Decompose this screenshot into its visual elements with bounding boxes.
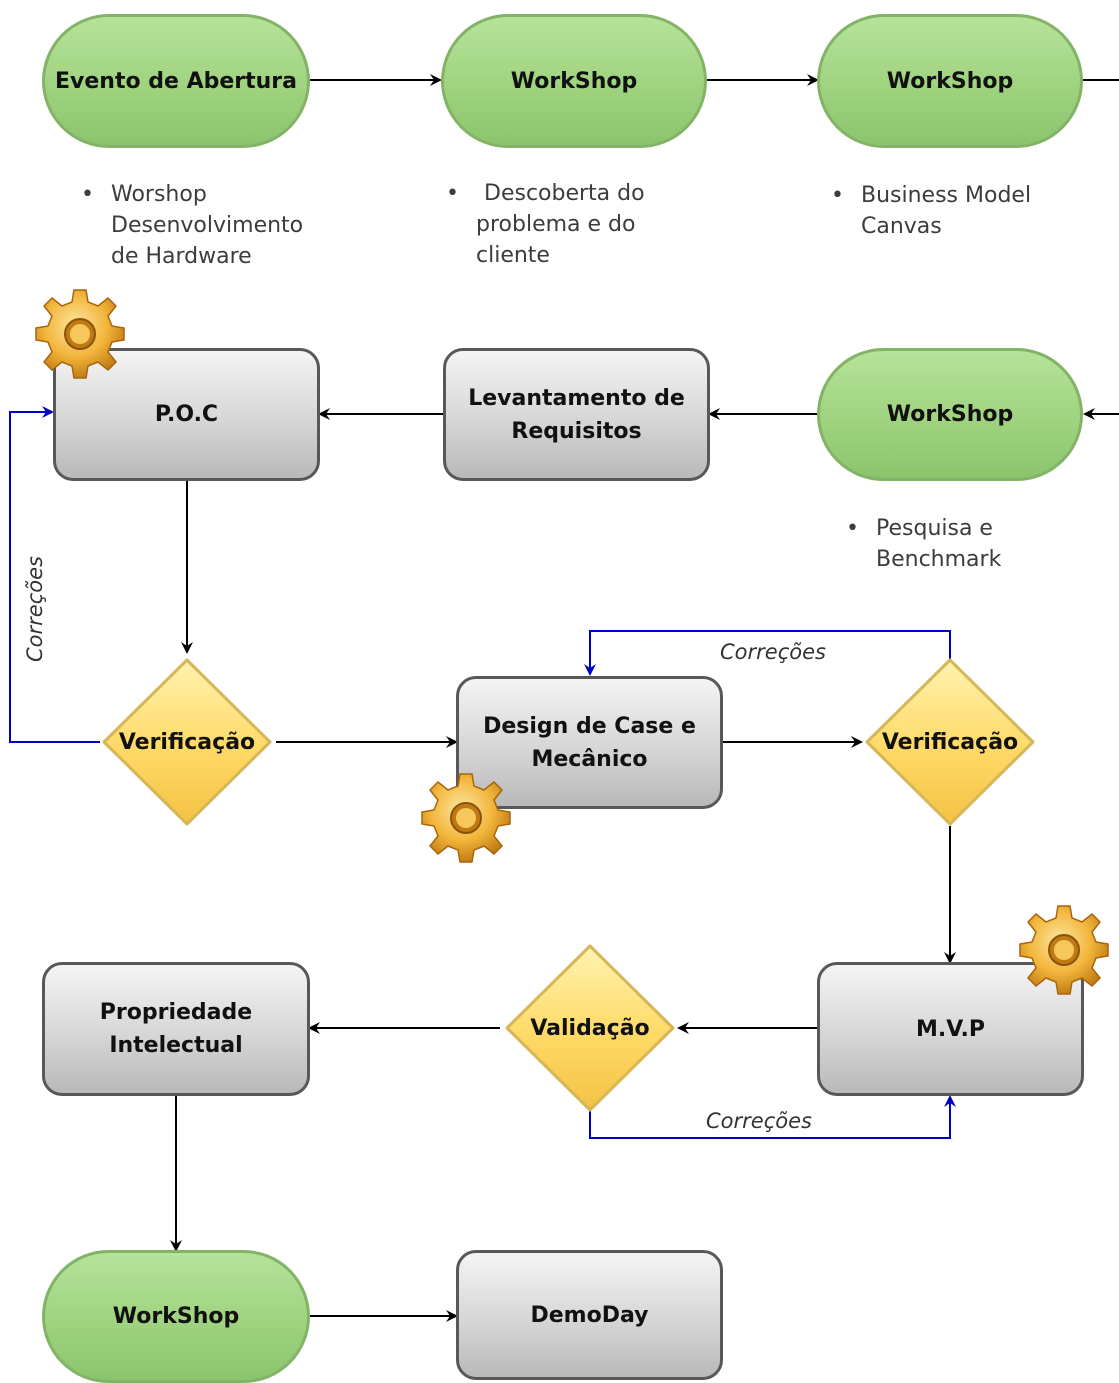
node-propriedade-label: Propriedade Intelectual: [99, 1000, 253, 1058]
bullet-dot: •: [81, 182, 94, 207]
bullet-note-2: • Descoberta do problema e do cliente: [446, 178, 696, 271]
bullet-note-4-line-2: Benchmark: [876, 547, 1002, 572]
edge-label-correcoes-left: Correções: [23, 556, 47, 662]
feedback-verificacao2-to-design: [584, 630, 951, 676]
node-workshop-2[interactable]: WorkShop: [817, 14, 1083, 148]
diamond-validacao: [505, 944, 675, 1112]
node-evento-de-abertura[interactable]: Evento de Abertura: [42, 14, 310, 148]
bullet-note-2-line-1: Descoberta do: [484, 181, 645, 206]
verificacao-2-label: Verificação: [881, 729, 1019, 755]
node-workshop-1[interactable]: WorkShop: [441, 14, 707, 148]
bullet-note-3-line-1: Business Model: [861, 183, 1032, 208]
diamond-verificacao-2: [865, 658, 1035, 826]
node-design-label: Design de Case e Mecânico: [483, 713, 696, 772]
node-poc-label: P.O.C: [154, 402, 219, 427]
node-poc[interactable]: P.O.C: [53, 348, 320, 481]
bullet-note-4-line-1: Pesquisa e: [876, 516, 993, 541]
bullet-note-1-line-3: de Hardware: [111, 244, 252, 269]
node-levantamento-label: Levantamento de Requisitos: [468, 385, 685, 444]
node-workshop-4-label: WorkShop: [112, 1304, 240, 1329]
node-demoday[interactable]: DemoDay: [456, 1250, 723, 1380]
node-workshop-2-label: WorkShop: [886, 68, 1014, 94]
node-mvp[interactable]: M.V.P: [817, 962, 1084, 1096]
verificacao-1-label: Verificação: [118, 729, 256, 755]
node-levantamento-de-requisitos[interactable]: Levantamento de Requisitos: [443, 348, 710, 481]
node-evento-de-abertura-label: Evento de Abertura: [55, 68, 297, 94]
edge-label-correcoes-design: Correções: [720, 640, 826, 664]
validacao-label: Validação: [530, 1015, 650, 1041]
node-workshop-3-label: WorkShop: [886, 402, 1014, 427]
bullet-note-1-line-2: Desenvolvimento: [111, 213, 304, 238]
node-demoday-label: DemoDay: [530, 1302, 649, 1328]
node-mvp-label: M.V.P: [916, 1016, 985, 1042]
bullet-note-1: • Worshop Desenvolvimento de Hardware: [81, 179, 331, 272]
bullet-note-2-line-2: problema e do: [476, 212, 636, 237]
node-workshop-4[interactable]: WorkShop: [42, 1250, 310, 1383]
bullet-dot: •: [846, 516, 859, 541]
bullet-note-4: • Pesquisa e Benchmark: [846, 513, 1076, 575]
bullet-note-3-line-2: Canvas: [861, 214, 942, 239]
diamond-verificacao-1: [102, 658, 272, 826]
bullet-dot: •: [831, 183, 844, 208]
feedback-validacao-to-mvp: [589, 1095, 956, 1139]
node-workshop-1-label: WorkShop: [510, 68, 638, 94]
bullet-dot: •: [446, 181, 459, 206]
edge-label-correcoes-mvp: Correções: [706, 1109, 812, 1133]
bullet-note-1-line-1: Worshop: [111, 182, 207, 207]
bullet-note-3: • Business Model Canvas: [831, 180, 1081, 242]
bullet-note-2-line-3: cliente: [476, 243, 550, 268]
node-workshop-3[interactable]: WorkShop: [817, 348, 1083, 481]
node-propriedade-intelectual[interactable]: Propriedade Intelectual: [42, 962, 310, 1096]
feedback-verificacao1-to-poc: [9, 406, 100, 743]
node-design-de-case[interactable]: Design de Case e Mecânico: [456, 676, 723, 809]
